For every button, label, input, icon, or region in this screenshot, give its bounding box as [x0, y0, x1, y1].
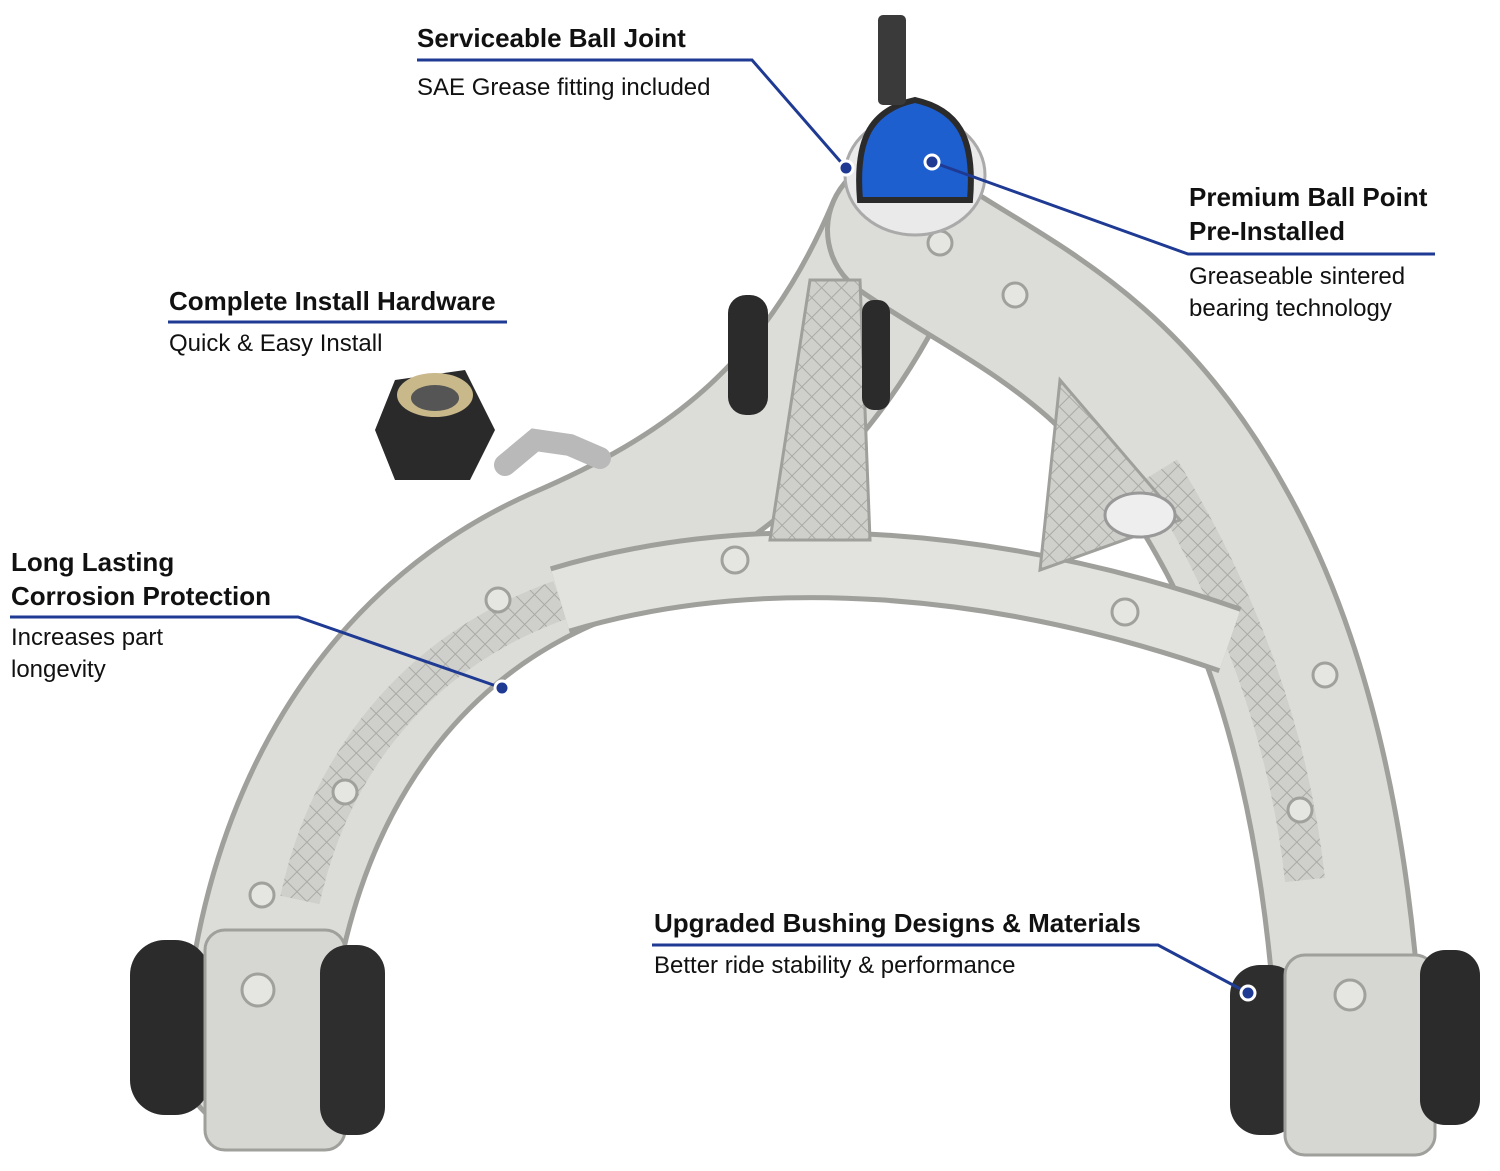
control-arm-body: [180, 155, 1425, 1135]
ball-joint: [843, 15, 987, 237]
callout-bushing-title: Upgraded Bushing Designs & Materials: [654, 908, 1141, 938]
callout-hardware-title: Complete Install Hardware: [169, 286, 496, 316]
left-bushing: [130, 928, 385, 1152]
callout-serviceable-title: Serviceable Ball Joint: [417, 23, 686, 53]
leader-lines: [10, 58, 1435, 995]
callout-serviceable-subtitle: SAE Grease fitting included: [417, 74, 711, 101]
install-hardware: [375, 370, 611, 480]
callout-corrosion-subtitle-1: Increases part: [11, 624, 164, 651]
right-bushing: [1230, 950, 1480, 1157]
callout-hardware-subtitle: Quick & Easy Install: [169, 330, 383, 357]
callout-premium-subtitle-1: Greaseable sintered: [1189, 263, 1406, 290]
callout-bushing-subtitle: Better ride stability & performance: [654, 952, 1016, 979]
callout-corrosion-subtitle-2: longevity: [11, 656, 106, 683]
callout-corrosion-title-1: Long Lasting: [11, 547, 175, 577]
callout-premium-subtitle-2: bearing technology: [1189, 295, 1392, 322]
callout-corrosion-title-2: Corrosion Protection: [11, 581, 272, 611]
callout-premium-title-1: Premium Ball Point: [1189, 182, 1428, 212]
callout-dots: [493, 153, 1257, 1002]
callout-premium-title-2: Pre-Installed: [1189, 216, 1346, 246]
